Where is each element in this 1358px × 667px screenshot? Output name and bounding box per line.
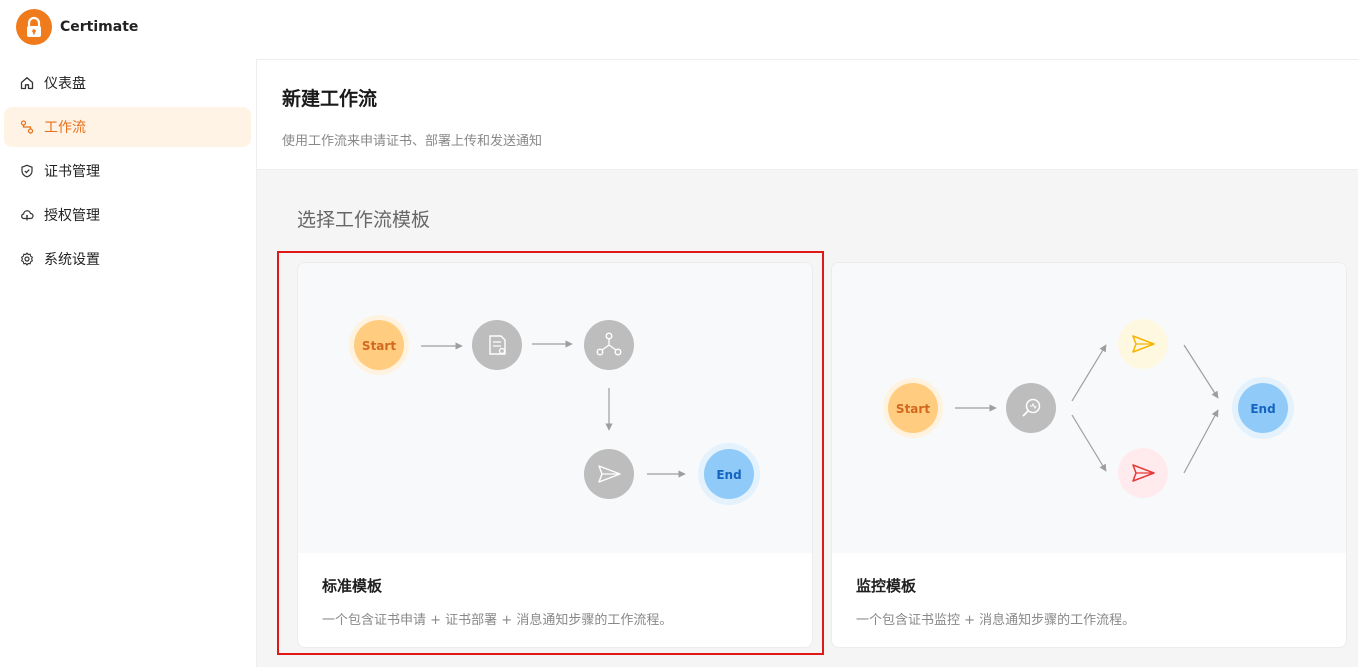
brand-name: Certimate bbox=[60, 19, 139, 35]
template-description: 一个包含证书监控 + 消息通知步骤的工作流程。 bbox=[856, 613, 1136, 628]
monitor-search-icon bbox=[1006, 383, 1056, 433]
sidebar-item-label: 工作流 bbox=[44, 120, 86, 136]
notify-email-icon bbox=[1118, 319, 1168, 369]
sidebar-item-label: 授权管理 bbox=[44, 208, 100, 224]
template-section-title: 选择工作流模板 bbox=[297, 209, 431, 231]
page-subtitle: 使用工作流来申请证书、部署上传和发送通知 bbox=[282, 134, 543, 149]
sidebar-item-settings[interactable]: 系统设置 bbox=[4, 239, 251, 279]
lock-icon bbox=[16, 9, 52, 45]
cloud-key-icon bbox=[20, 208, 34, 222]
workflow-diagram-monitor: Start bbox=[832, 263, 1346, 553]
workflow-icon bbox=[20, 120, 34, 134]
page-title: 新建工作流 bbox=[282, 88, 378, 110]
start-label: Start bbox=[362, 339, 396, 353]
end-node: End bbox=[1232, 377, 1294, 439]
end-node: End bbox=[698, 443, 760, 505]
start-label: Start bbox=[896, 402, 930, 416]
end-label: End bbox=[1250, 402, 1275, 416]
notify-alert-icon bbox=[1118, 448, 1168, 498]
sidebar-item-access[interactable]: 授权管理 bbox=[4, 195, 251, 235]
gear-icon bbox=[20, 252, 34, 266]
brand[interactable]: Certimate bbox=[16, 9, 138, 45]
sidebar-item-label: 证书管理 bbox=[44, 164, 100, 180]
sidebar-item-dashboard[interactable]: 仪表盘 bbox=[4, 63, 251, 103]
template-description: 一个包含证书申请 + 证书部署 + 消息通知步骤的工作流程。 bbox=[322, 613, 673, 628]
home-icon bbox=[20, 76, 34, 90]
deploy-icon bbox=[584, 320, 634, 370]
main-content: 新建工作流 使用工作流来申请证书、部署上传和发送通知 选择工作流模板 bbox=[256, 59, 1358, 667]
start-node: Start bbox=[349, 315, 409, 375]
sidebar-item-label: 仪表盘 bbox=[44, 76, 86, 92]
notify-send-icon bbox=[584, 449, 634, 499]
template-card-standard[interactable]: Start bbox=[297, 262, 813, 648]
sidebar-item-certificates[interactable]: 证书管理 bbox=[4, 151, 251, 191]
certificate-apply-icon bbox=[472, 320, 522, 370]
sidebar-item-workflow[interactable]: 工作流 bbox=[4, 107, 251, 147]
template-name: 标准模板 bbox=[322, 577, 383, 595]
template-name: 监控模板 bbox=[856, 577, 917, 595]
page-header: 新建工作流 使用工作流来申请证书、部署上传和发送通知 bbox=[257, 60, 1358, 170]
sidebar: Certimate 仪表盘 工作流 证书管理 bbox=[0, 0, 256, 667]
end-label: End bbox=[716, 468, 741, 482]
sidebar-nav: 仪表盘 工作流 证书管理 授权管理 bbox=[4, 63, 251, 283]
workflow-diagram-standard: Start bbox=[298, 263, 812, 553]
template-card-monitor[interactable]: Start bbox=[831, 262, 1347, 648]
shield-check-icon bbox=[20, 164, 34, 178]
sidebar-item-label: 系统设置 bbox=[44, 252, 100, 268]
start-node: Start bbox=[883, 378, 943, 438]
